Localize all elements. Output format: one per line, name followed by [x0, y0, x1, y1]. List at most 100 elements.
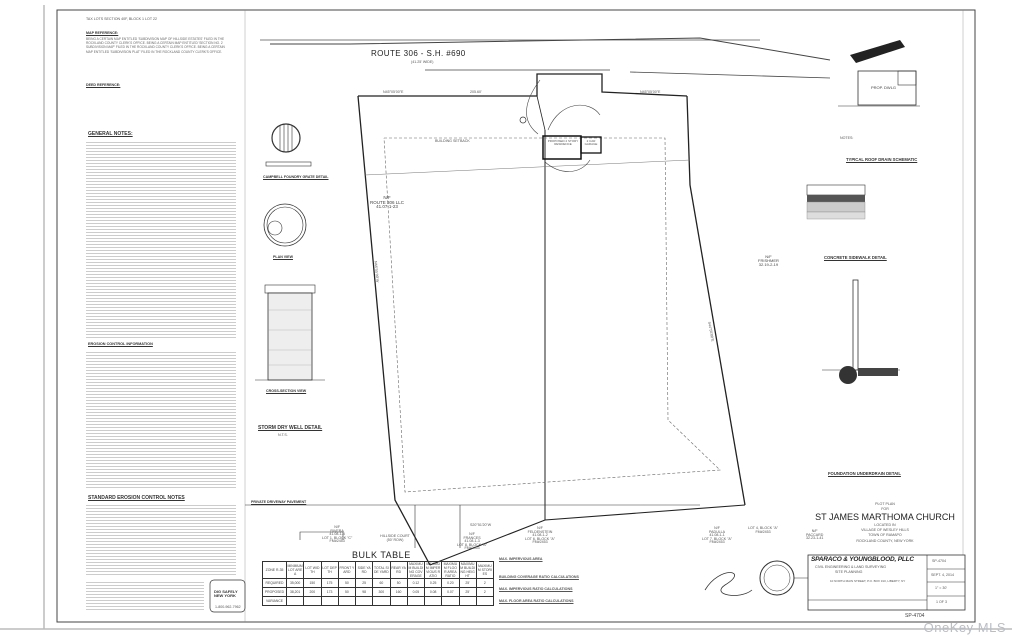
- private-driveway-caption: PRIVATE DRIVEWAY PAVEMENT: [251, 500, 307, 504]
- property-line-left: [357, 95, 431, 566]
- bulk-table-cell: 50: [337, 578, 357, 588]
- utility-notes-text: [86, 580, 204, 612]
- drawing-number: SP-4704: [905, 613, 925, 619]
- bulk-table-header-cell: LOT DEPTH: [320, 561, 339, 579]
- bulk-table-cell: [389, 596, 408, 606]
- bulk-table-row: VARIANCE: [262, 596, 495, 606]
- garage: [580, 136, 602, 154]
- tax-lots-text: TAX LOTS SECTION 40F, BLOCK 1 LOT 22: [86, 17, 157, 21]
- building-setback-line: [383, 137, 721, 493]
- bulk-table-cell: 25: [354, 578, 374, 588]
- building-setback-label: BUILDING SETBACK: [435, 139, 470, 143]
- bulk-table-header-cell: MAXIMUM STORIES: [475, 561, 495, 579]
- map-reference-heading: MAP REFERENCE:: [86, 31, 119, 35]
- campbell-grate-caption: CAMPBELL FOUNDRY GRATE DETAIL: [263, 175, 329, 179]
- signature: [704, 572, 753, 596]
- building-coverage-heading: BUILDING COVERAGE RATIO CALCULATIONS: [499, 575, 579, 579]
- bulk-table-cell: [354, 596, 374, 606]
- storm-dry-well-caption: STORM DRY WELL DETAIL: [258, 425, 323, 431]
- map-reference-text: BEING A CERTAIN MAP ENTITLED 'SUBDIVISIO…: [86, 37, 225, 54]
- roof-drain-caption: TYPICAL ROOF DRAIN SCHEMATIC: [846, 157, 918, 162]
- cross-section-caption: CROSS-SECTION VIEW: [266, 389, 307, 393]
- bulk-table-cell: 0.05: [406, 587, 426, 597]
- grate-plan: [271, 123, 301, 153]
- bulk-table-header-cell: MAXIMUM IMPERVIOUS RATIO: [423, 561, 443, 579]
- general-notes-heading: GENERAL NOTES:: [88, 131, 133, 137]
- drawing-date: SEPT. 4, 2014: [931, 573, 954, 577]
- bulk-table-header-cell: FRONT YARD: [337, 561, 357, 579]
- county: ROCKLAND COUNTY, NEW YORK: [856, 539, 914, 543]
- town: TOWN OF RAMAPO: [868, 533, 902, 537]
- bulk-table-cell: [423, 596, 443, 606]
- erosion-control-heading: EROSION CONTROL INFORMATION: [88, 342, 153, 346]
- nts-label: N.T.S.: [278, 433, 288, 437]
- standard-erosion-text: [86, 503, 236, 577]
- distance-top: 205.60': [470, 90, 482, 94]
- road-edge: [270, 37, 831, 61]
- bulk-table-row-label: PROPOSED: [262, 587, 287, 597]
- bulk-table-cell: 35,000: [285, 578, 305, 588]
- bulk-table-cell: 50: [389, 578, 408, 588]
- watermark: OneKey MLS: [923, 620, 1006, 635]
- bulk-table-cell: 2: [475, 587, 495, 597]
- floor-area-heading: MAX. FLOOR AREA RATIO CALCULATIONS: [499, 599, 574, 603]
- property-line-front: [358, 73, 688, 97]
- bulk-table-header-cell: MAXIMUM BUILDING HEIGHT: [458, 561, 477, 579]
- bulk-table-header-cell: MINIMUM LOT AREA: [285, 561, 305, 579]
- bulk-table-header-cell: ZONE R-35: [262, 561, 287, 579]
- foundation-caption: FOUNDATION UNDERDRAIN DETAIL: [828, 471, 901, 476]
- roof-notes-label: NOTES:: [840, 136, 854, 140]
- bulk-table-header-cell: MAXIMUM FLOOR AREA RATIO: [441, 561, 460, 579]
- dig-safely-phone: 1-800-962-7962: [215, 605, 241, 609]
- dry-well-section: [267, 292, 313, 381]
- bulk-table-header-cell: SIDE YARD: [354, 561, 374, 579]
- plan-view-caption: PLAN VIEW: [273, 255, 293, 259]
- firm-name: SPARACO & YOUNGBLOOD, PLLC: [811, 556, 914, 563]
- bulk-table-cell: [475, 596, 495, 606]
- bulk-table-row-label: VARIANCE: [262, 596, 287, 606]
- bulk-table-cell: 175: [320, 578, 339, 588]
- bulk-table-cell: 25': [458, 587, 477, 597]
- bulk-table-cell: [372, 596, 391, 606]
- project-title: ST JAMES MARTHOMA CHURCH: [815, 512, 955, 522]
- firm-address: 10 NORTH MAIN STREET, P.O. BOX 310, LIBE…: [830, 579, 906, 583]
- route-width: (41.25' WIDE): [411, 60, 434, 64]
- bulk-table-cell: 200: [303, 587, 322, 597]
- bulk-table-header-cell: MAXIMUM BUILDING COVERAGE: [406, 561, 426, 579]
- bulk-table-cell: 0.12: [406, 578, 426, 588]
- prop-dwlg-label: PROP. DWLG: [871, 85, 897, 90]
- bulk-table-cell: 173: [320, 587, 339, 597]
- garage-label: 2 CAR GARAGE: [584, 139, 598, 146]
- property-line-right: [686, 95, 746, 506]
- bulk-table-cell: [337, 596, 357, 606]
- bulk-table-cell: [406, 596, 426, 606]
- for-label: FOR: [881, 507, 889, 511]
- bulk-table-header-cell: TOTAL SIDE YARD: [372, 561, 391, 579]
- firm-services: CIVIL ENGINEERING & LAND SURVEYING: [815, 565, 887, 569]
- bulk-table-cell: [285, 596, 305, 606]
- bulk-table-cell: 0.07: [441, 587, 460, 597]
- proposed-residence-label: PROPOSED 2 STORY RESIDENCE: [547, 139, 579, 146]
- sheet-number: 1 OF 3: [936, 600, 947, 604]
- impervious-ratio-heading: MAX. IMPERVIOUS RATIO CALCULATIONS: [499, 587, 573, 591]
- village: VILLAGE OF WESLEY HILLS: [861, 528, 909, 532]
- bulk-table-title: BULK TABLE: [352, 550, 411, 560]
- bulk-table-cell: 60: [372, 578, 391, 588]
- bulk-table-row-label: REQUIRED: [262, 578, 287, 588]
- bulk-table-cell: 50: [337, 587, 357, 597]
- firm-services-2: SITE PLANNING: [835, 570, 863, 574]
- bulk-table-header-cell: LOT WIDTH: [303, 561, 322, 579]
- bearing-top-left: N45°05'00"E: [383, 90, 404, 94]
- bearing-left: N44°55'00"W: [373, 260, 380, 283]
- bearing-bottom: S20°51'20"W: [470, 523, 492, 527]
